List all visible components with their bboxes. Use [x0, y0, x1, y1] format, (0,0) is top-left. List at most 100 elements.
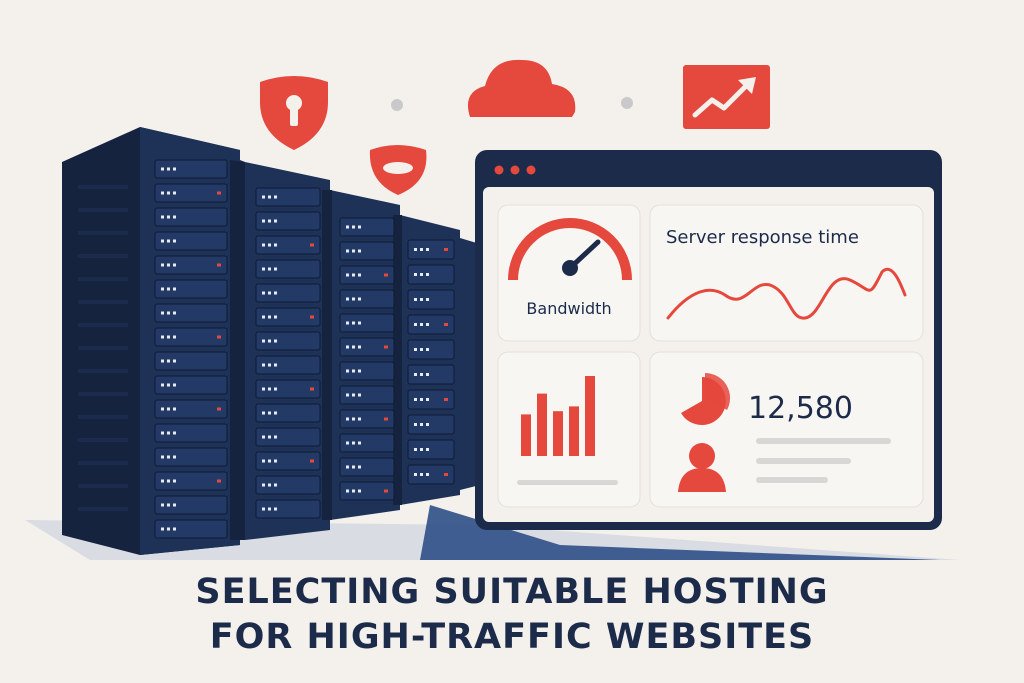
- rack-led-icon: [358, 393, 361, 397]
- traffic-bar: [569, 406, 579, 456]
- rack-led-icon: [167, 215, 170, 219]
- rack-led-icon: [173, 335, 176, 339]
- rack-led-icon: [346, 321, 349, 325]
- rack-unit: [154, 471, 228, 491]
- rack-led-icon: [358, 225, 361, 229]
- rack-unit: [407, 464, 455, 485]
- rack-led-icon: [173, 431, 176, 435]
- rack-unit: [407, 414, 455, 435]
- rack-led-icon: [268, 459, 271, 463]
- window-dot-icon: [526, 165, 536, 175]
- window-dot-icon: [494, 165, 504, 175]
- floor-glow: [420, 505, 940, 560]
- rack-led-icon: [173, 527, 176, 531]
- rack-unit: [339, 457, 395, 477]
- rack-led-icon: [310, 459, 314, 463]
- rack-led-icon: [274, 339, 277, 343]
- rack-led-icon: [262, 459, 265, 463]
- rack-led-icon: [426, 273, 429, 276]
- rack-unit: [255, 259, 321, 279]
- rack-led-icon: [444, 248, 448, 251]
- rack-led-icon: [384, 273, 388, 277]
- rack-unit: [154, 351, 228, 371]
- rack-led-icon: [268, 363, 271, 367]
- rack-unit: [154, 327, 228, 347]
- rack-unit: [339, 361, 395, 381]
- rack-led-icon: [173, 407, 176, 411]
- visitor-count: 12,580: [748, 391, 853, 426]
- rack-led-icon: [346, 465, 349, 469]
- rack-led-icon: [420, 448, 423, 451]
- rack-led-icon: [346, 393, 349, 397]
- rack-led-icon: [262, 411, 265, 415]
- rack-led-icon: [274, 315, 277, 319]
- rack-unit: [339, 337, 395, 357]
- rack-led-icon: [161, 239, 164, 243]
- rack-unit: [407, 339, 455, 360]
- rack-led-icon: [268, 315, 271, 319]
- rack-led-icon: [167, 167, 170, 171]
- rack-led-icon: [268, 339, 271, 343]
- rack-led-icon: [217, 407, 221, 411]
- rack-led-icon: [161, 455, 164, 459]
- rack-vent: [78, 254, 128, 258]
- rack-led-icon: [358, 297, 361, 301]
- rack-led-icon: [262, 219, 265, 223]
- rack-led-icon: [173, 503, 176, 507]
- rack-led-icon: [358, 417, 361, 421]
- rack-unit: [154, 279, 228, 299]
- rack-unit: [255, 235, 321, 255]
- rack-led-icon: [346, 345, 349, 349]
- server-racks: [62, 127, 480, 555]
- user-icon: [678, 443, 726, 492]
- rack-unit: [255, 211, 321, 231]
- rack-unit: [407, 439, 455, 460]
- rack-led-icon: [161, 383, 164, 387]
- rack-led-icon: [414, 398, 417, 401]
- rack-led-icon: [173, 479, 176, 483]
- rack-vent: [78, 300, 128, 304]
- rack-led-icon: [262, 291, 265, 295]
- rack-unit: [255, 475, 321, 495]
- rack-led-icon: [167, 407, 170, 411]
- rack-led-icon: [173, 311, 176, 315]
- rack-unit: [339, 433, 395, 453]
- rack-vent: [78, 277, 128, 281]
- rack-led-icon: [414, 273, 417, 276]
- rack-led-icon: [426, 473, 429, 476]
- gauge-arc-icon: [508, 218, 632, 281]
- rack-led-icon: [414, 423, 417, 426]
- rack-led-icon: [310, 387, 314, 391]
- rack-led-icon: [167, 383, 170, 387]
- rack-unit: [407, 364, 455, 385]
- rack-led-icon: [358, 369, 361, 373]
- rack-unit: [255, 331, 321, 351]
- rack-led-icon: [352, 393, 355, 397]
- rack-led-icon: [268, 291, 271, 295]
- rack-unit: [339, 265, 395, 285]
- rack-unit: [154, 519, 228, 539]
- headline-line-2: FOR HIGH-TRAFFIC WEBSITES: [209, 617, 815, 657]
- dot-decoration: [621, 97, 633, 109]
- rack-led-icon: [161, 479, 164, 483]
- rack-unit: [339, 313, 395, 333]
- rack-led-icon: [268, 483, 271, 487]
- text-placeholder-line: [756, 458, 851, 464]
- rack-led-icon: [384, 345, 388, 349]
- rack-led-icon: [173, 359, 176, 363]
- rack-led-icon: [274, 219, 277, 223]
- rack-led-icon: [358, 441, 361, 445]
- window-dot-icon: [510, 165, 520, 175]
- rack-unit: [255, 499, 321, 519]
- rack-led-icon: [426, 423, 429, 426]
- rack-led-icon: [262, 315, 265, 319]
- rack-vent: [78, 507, 128, 511]
- rack-unit: [154, 375, 228, 395]
- rack-led-icon: [274, 459, 277, 463]
- rack-led-icon: [161, 311, 164, 315]
- rack-led-icon: [167, 287, 170, 291]
- trend-chart-icon: [683, 65, 770, 129]
- rack-led-icon: [358, 489, 361, 493]
- rack-led-icon: [268, 219, 271, 223]
- rack-vent: [78, 415, 128, 419]
